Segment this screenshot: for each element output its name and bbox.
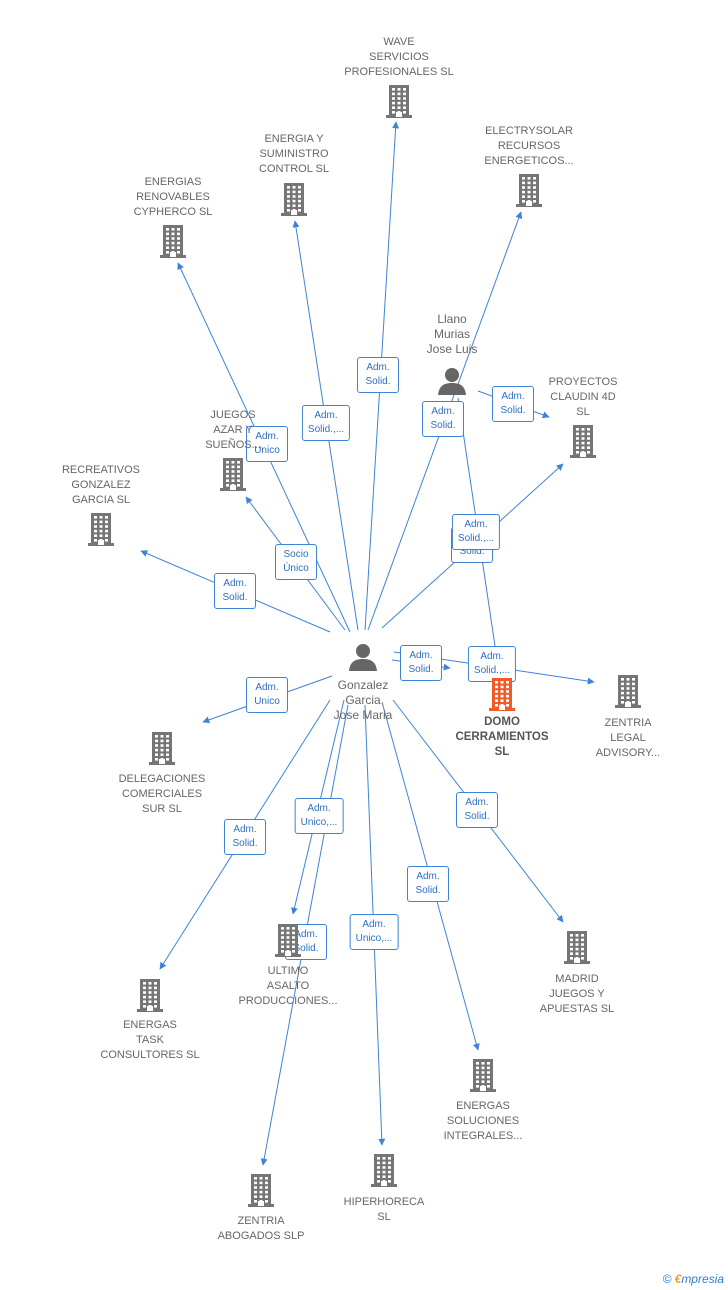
node-label-energas_sol[interactable]: ENERGAS SOLUCIONES INTEGRALES... [443, 1100, 523, 1142]
node-label-llano[interactable]: Llano Murias Jose Luis [426, 312, 478, 356]
edge-label-domo: Adm. Solid. [400, 645, 442, 681]
building-icon [615, 675, 641, 708]
edge-label-madrid: Adm. Solid. [456, 792, 498, 828]
node-label-recre[interactable]: RECREATIVOS GONZALEZ GARCIA SL [61, 464, 141, 506]
node-label-wave[interactable]: WAVE SERVICIOS PROFESIONALES SL [344, 36, 454, 78]
edge-label-energas_sol: Adm. Solid. [407, 866, 449, 902]
person-icon [438, 368, 466, 395]
node-label-gonzalez[interactable]: Gonzalez Garcia Jose Maria [333, 678, 393, 722]
building-icon [371, 1154, 397, 1187]
person-icon [349, 644, 377, 671]
edge-label-hiperhoreca: Adm. Unico,... [349, 914, 399, 950]
building-icon [160, 225, 186, 258]
node-label-madrid[interactable]: MADRID JUEGOS Y APUESTAS SL [539, 973, 615, 1015]
node-label-energia[interactable]: ENERGIA Y SUMINISTRO CONTROL SL [259, 133, 329, 175]
node-label-zentria_abog[interactable]: ZENTRIA ABOGADOS SLP [217, 1215, 305, 1242]
edge-label-wave: Adm. Solid. [357, 357, 399, 393]
edge-label-electry: Adm. Solid. [422, 401, 464, 437]
edge-label-recre: Adm. Solid. [214, 573, 256, 609]
edge-label-delegaciones: Adm. Unico [246, 677, 288, 713]
building-icon [88, 513, 114, 546]
building-icon [248, 1174, 274, 1207]
node-label-hiperhoreca[interactable]: HIPERHORECA SL [343, 1196, 425, 1223]
node-label-ultimo[interactable]: ULTIMO ASALTO PRODUCCIONES... [238, 965, 338, 1007]
edge-label-ultimo: Adm. Unico,... [294, 798, 344, 834]
building-icon [564, 931, 590, 964]
building-icon [275, 924, 301, 957]
building-icon [220, 458, 246, 491]
building-icon [489, 678, 515, 711]
edge-label-domo: Adm. Solid.,... [451, 514, 501, 550]
edge-label-zentria_legal: Adm. Solid.,... [467, 646, 517, 682]
edge-label-juegos: Socio Único [275, 544, 317, 580]
edge-label-energia: Adm. Solid.,... [301, 405, 351, 441]
node-label-proyectos[interactable]: PROYECTOS CLAUDIN 4D SL [548, 376, 618, 418]
building-icon [516, 174, 542, 207]
edge-label-energas_task: Adm. Solid. [224, 819, 266, 855]
building-icon [470, 1059, 496, 1092]
building-icon [281, 183, 307, 216]
node-label-juegos[interactable]: JUEGOS AZAR Y SUEÑOS... [205, 409, 261, 451]
building-icon [570, 425, 596, 458]
building-icon [149, 732, 175, 765]
brand-initial: € [674, 1272, 682, 1286]
building-icon [137, 979, 163, 1012]
brand-text: mpresia [681, 1272, 724, 1286]
edge-label-proyectos: Adm. Solid. [492, 386, 534, 422]
node-label-energas_task[interactable]: ENERGAS TASK CONSULTORES SL [100, 1019, 200, 1061]
empresia-watermark: ©€mpresia [663, 1272, 724, 1286]
copyright-symbol: © [662, 1272, 672, 1286]
node-label-domo[interactable]: DOMO CERRAMIENTOS SL [455, 716, 549, 758]
node-label-zentria_legal[interactable]: ZENTRIA LEGAL ADVISORY... [595, 717, 661, 759]
building-icon [386, 85, 412, 118]
edge-label-renov: Adm. Unico [246, 426, 288, 462]
node-label-electry[interactable]: ELECTRYSOLAR RECURSOS ENERGETICOS... [484, 125, 574, 167]
node-label-renov[interactable]: ENERGIAS RENOVABLES CYPHERCO SL [133, 176, 213, 218]
node-label-delegaciones[interactable]: DELEGACIONES COMERCIALES SUR SL [118, 773, 206, 815]
